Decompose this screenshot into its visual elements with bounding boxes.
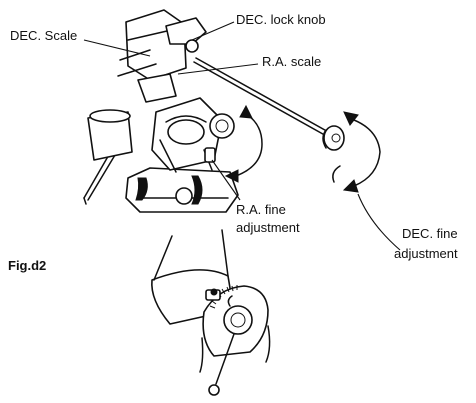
ra-fine-adjustment-label-line1: R.A. fine xyxy=(236,202,286,217)
detail-illustration xyxy=(151,229,271,396)
dec-rotation-arrow xyxy=(332,111,381,193)
leader-dec-scale xyxy=(83,39,151,57)
figure-label: Fig.d2 xyxy=(8,258,46,273)
ra-rotation-arrow xyxy=(224,104,263,183)
dec-scale-label: DEC. Scale xyxy=(10,28,77,43)
ra-scale-label: R.A. scale xyxy=(262,54,321,69)
leader-dec-lock-knob xyxy=(191,21,235,41)
leader-ra-scale xyxy=(177,63,259,75)
ra-knob xyxy=(209,113,235,139)
leader-dec-fine xyxy=(357,193,401,251)
dec-fine-adjustment-label-line2: adjustment xyxy=(394,246,458,261)
equatorial-mount-illustration xyxy=(83,9,345,213)
leader-ra-fine xyxy=(211,159,241,201)
dec-lock-knob-label: DEC. lock knob xyxy=(236,12,326,27)
ra-fine-adjustment-label-line2: adjustment xyxy=(236,220,300,235)
dec-slow-motion-knob xyxy=(322,125,345,151)
dec-fine-adjustment-label-line1: DEC. fine xyxy=(402,226,458,241)
